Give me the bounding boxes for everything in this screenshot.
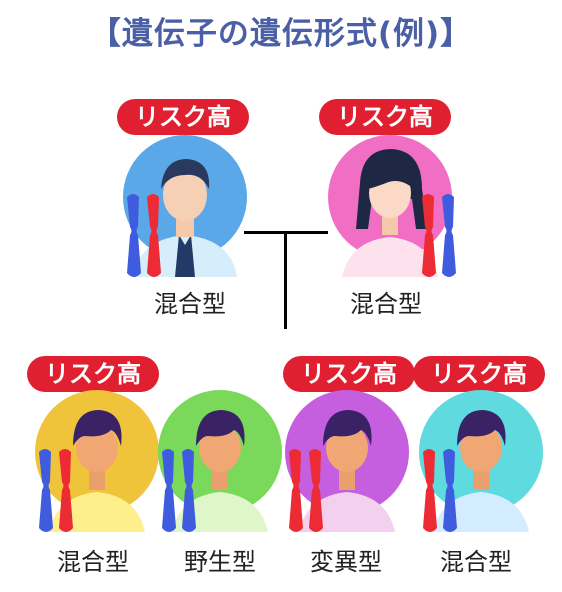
chromosome-2	[443, 449, 457, 532]
chromosome-1	[127, 194, 141, 277]
child-1-genotype-label: 混合型	[57, 548, 129, 576]
father-genotype-label: 混合型	[154, 290, 226, 318]
neck	[473, 470, 489, 490]
chromosome-2	[442, 194, 456, 277]
risk-badge-father: リスク高	[117, 99, 249, 135]
neck	[382, 215, 398, 235]
shirt	[299, 492, 395, 532]
fringe	[368, 163, 414, 189]
risk-badge-child-1: リスク高	[27, 356, 159, 392]
chromosome-2	[59, 449, 73, 532]
child-1-illustration	[35, 390, 159, 532]
hair	[457, 410, 506, 446]
neck	[176, 215, 194, 237]
chromosome-1	[423, 449, 437, 532]
shirt	[342, 237, 438, 277]
child-4-genotype-label: 混合型	[440, 548, 512, 576]
page-title: 【遺伝子の遺伝形式(例)】	[89, 16, 473, 52]
neck	[212, 470, 228, 490]
child-3-illustration	[285, 390, 409, 532]
chromosome-1	[162, 449, 176, 532]
hair	[73, 410, 122, 446]
neck	[89, 470, 105, 490]
child-3-genotype-label: 変異型	[310, 548, 382, 576]
child-4-illustration	[419, 390, 543, 532]
chromosome-1	[289, 449, 303, 532]
chromosome-2	[147, 194, 161, 277]
risk-badge-mother: リスク高	[319, 99, 451, 135]
descent-line	[284, 231, 287, 329]
hair	[196, 410, 245, 446]
mother-genotype-label: 混合型	[350, 290, 422, 318]
chromosome-1	[39, 449, 53, 532]
child-2-illustration	[158, 390, 282, 532]
chromosome-1	[422, 194, 436, 277]
neck	[339, 470, 355, 490]
chromosome-2	[309, 449, 323, 532]
shirt	[433, 492, 529, 532]
shirt	[172, 492, 268, 532]
tie	[175, 235, 195, 277]
hair	[323, 410, 372, 446]
risk-badge-child-4: リスク高	[413, 356, 545, 392]
mother-illustration	[328, 135, 456, 277]
hair	[161, 159, 210, 189]
child-2-genotype-label: 野生型	[184, 548, 256, 576]
father-illustration	[123, 135, 247, 277]
face	[163, 169, 207, 221]
risk-badge-child-3: リスク高	[283, 356, 415, 392]
chromosome-2	[182, 449, 196, 532]
shirt	[49, 492, 145, 532]
